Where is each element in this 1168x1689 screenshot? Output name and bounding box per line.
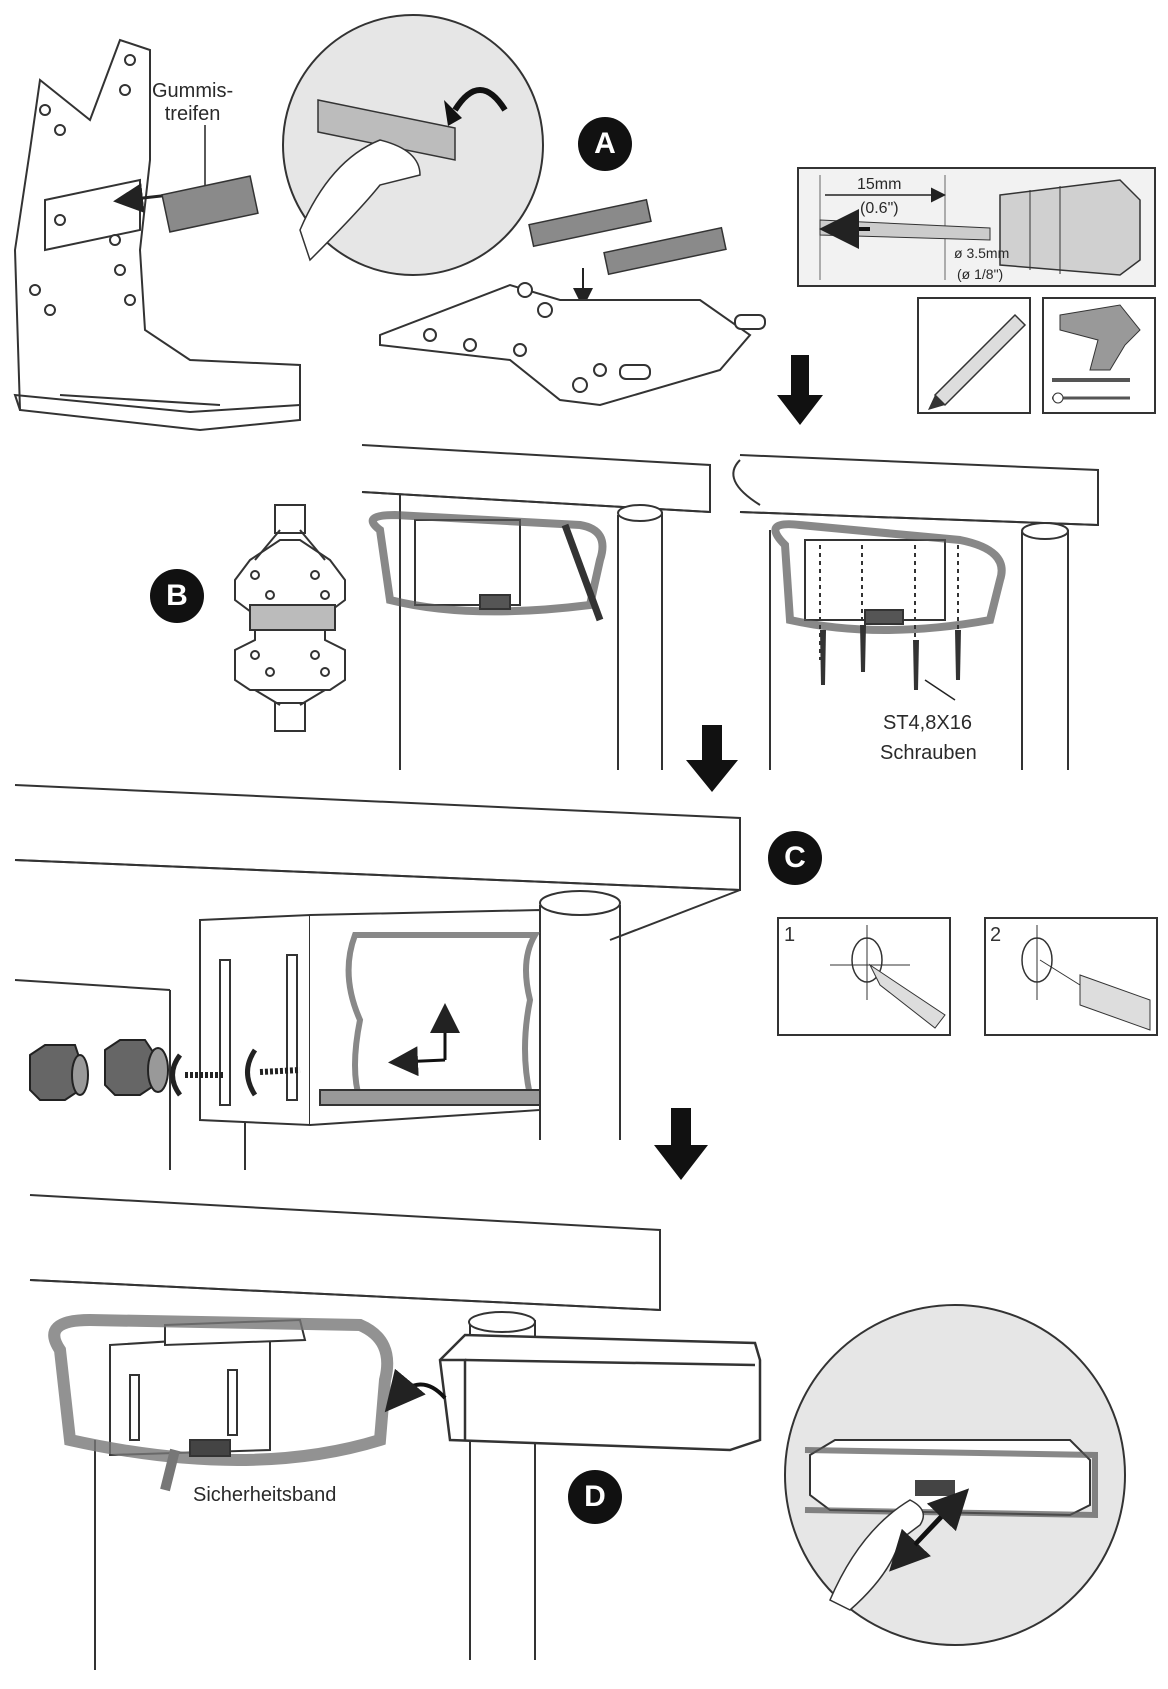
- clamp-mounted-d: [48, 1313, 394, 1492]
- drill-icon: [1042, 297, 1156, 414]
- drill-diameter-mm: ø 3.5mm: [954, 245, 1010, 261]
- drill-hole-box: [984, 917, 1158, 1036]
- knob-nuts: [29, 1039, 301, 1101]
- substep-1-label: 1: [784, 924, 796, 946]
- bracket-front-view: [234, 504, 346, 732]
- drill-depth-box: [797, 167, 1156, 287]
- drill-depth-in: (0.6"): [860, 200, 899, 217]
- curved-arrow-icon: [384, 1368, 447, 1413]
- rubber-strip-label: Gummis- treifen: [152, 80, 234, 125]
- curved-arrow-icon: [452, 87, 508, 112]
- peel-detail-circle: [282, 14, 544, 276]
- desk-underside-b1: [361, 444, 711, 770]
- down-arrow-icon: [686, 725, 738, 792]
- screws-label: Schrauben: [880, 742, 977, 764]
- safety-strap-label: Sicherheitsband: [193, 1484, 337, 1506]
- vesa-base-plate: [379, 282, 766, 407]
- rubber-strip-2: [603, 226, 727, 276]
- mark-hole-box: [777, 917, 951, 1036]
- substep-2-label: 2: [990, 924, 1002, 946]
- tighten-detail-circle: [784, 1304, 1126, 1646]
- drill-diameter-in: (ø 1/8"): [957, 266, 1004, 282]
- step-c-badge: C: [768, 831, 822, 885]
- step-b-badge: B: [150, 569, 204, 623]
- desk-underside-b2: [732, 454, 1099, 770]
- rubber-strip: [161, 175, 259, 233]
- screw-leader: [924, 679, 956, 701]
- mini-pc: [438, 1333, 762, 1452]
- step-d-badge: D: [568, 1470, 622, 1524]
- step-a-badge: A: [578, 117, 632, 171]
- down-arrow-icon: [777, 355, 823, 425]
- down-arrow-icon: [654, 1108, 708, 1180]
- screws-icon: [820, 625, 961, 690]
- pencil-icon: [917, 297, 1031, 414]
- screw-spec-label: ST4,8X16: [883, 712, 972, 734]
- desk-d: [29, 1194, 661, 1670]
- drill-depth-mm: 15mm: [857, 176, 902, 193]
- rubber-strip-1: [528, 198, 652, 248]
